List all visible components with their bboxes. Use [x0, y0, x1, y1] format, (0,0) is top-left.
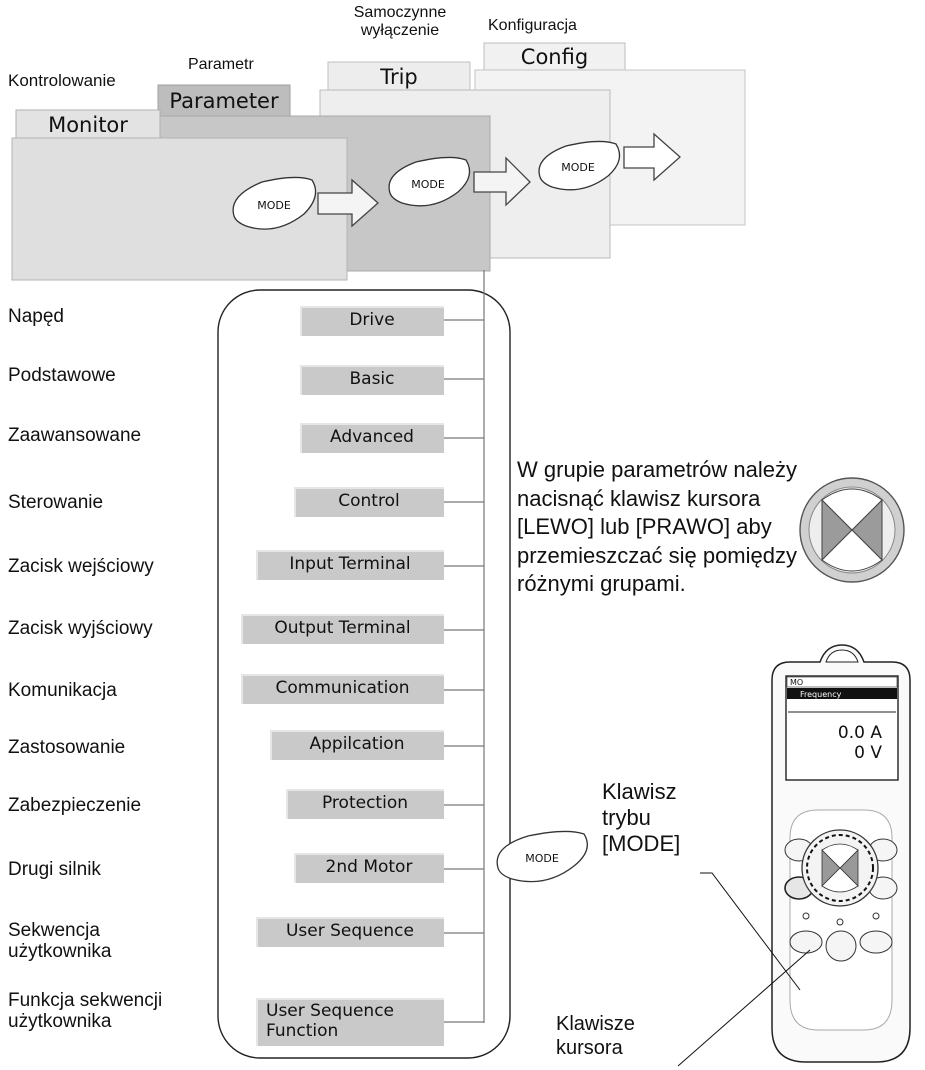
group-output-terminal: Output Terminal: [241, 614, 444, 644]
group-control: Control: [294, 487, 444, 517]
mode-key-standalone: MODE: [496, 830, 588, 883]
mode-key-1: MODE: [232, 176, 317, 230]
keypad-device: MO Frequency 0.0 A 0 V: [771, 644, 911, 1063]
group-communication: Communication: [241, 674, 444, 704]
mode-key-callout: Klawisz trybu [MODE]: [602, 779, 681, 856]
group-user-sequence-function: User Sequence Function: [256, 998, 444, 1046]
group-label-pl: Drugi silnik: [8, 859, 101, 880]
tab-trip-label: Trip: [380, 65, 418, 89]
group-2nd-motor: 2nd Motor: [294, 853, 444, 883]
mode-key-1-label: MODE: [257, 199, 291, 212]
mode-key-3: MODE: [538, 140, 621, 191]
cursor-keys-leader: [677, 949, 811, 1067]
caption-parameter: Parametr: [188, 56, 254, 73]
group-advanced: Advanced: [300, 423, 444, 453]
cursor-keys-callout: Klawisze kursora: [556, 1013, 635, 1059]
tab-monitor-label: Monitor: [48, 113, 128, 137]
group-label-pl: Funkcja sekwencji użytkownika: [8, 990, 163, 1033]
mode-key-standalone-label: MODE: [525, 852, 559, 865]
group-label-pl: Zaawansowane: [8, 425, 142, 446]
group-label-pl: Napęd: [8, 306, 64, 327]
keypad-reading-current: 0.0 A: [838, 723, 882, 743]
keypad-status-line: MO: [790, 678, 803, 687]
group-input-terminal: Input Terminal: [256, 550, 444, 580]
keypad-mode-label: Frequency: [800, 690, 842, 699]
group-protection: Protection: [286, 789, 444, 819]
group-label-pl: Zastosowanie: [8, 737, 126, 758]
cursor-key-icon: [799, 477, 905, 583]
tab-parameter-label: Parameter: [169, 89, 279, 113]
tab-config-label: Config: [520, 45, 589, 69]
mode-key-3-label: MODE: [561, 161, 595, 174]
keypad-reading-voltage: 0 V: [854, 743, 882, 763]
mode-key-2: MODE: [388, 156, 471, 207]
group-label-pl: Podstawowe: [8, 365, 116, 386]
caption-trip: Samoczynne wyłączenie: [353, 4, 447, 39]
arrow-trip-to-config: [623, 132, 681, 182]
connector-branches: [444, 319, 484, 1023]
group-label-pl: Sterowanie: [8, 492, 104, 513]
group-drive: Drive: [300, 306, 444, 336]
arrow-monitor-to-parameter: [317, 178, 379, 228]
caption-config: Konfiguracja: [488, 17, 577, 34]
instruction-text: W grupie parametrów należy nacisnąć klaw…: [517, 457, 798, 597]
group-user-sequence: User Sequence: [256, 917, 444, 947]
group-basic: Basic: [300, 365, 444, 395]
group-application: Appilcation: [270, 730, 444, 760]
group-label-pl: Zacisk wejściowy: [8, 556, 154, 577]
arrow-parameter-to-trip: [473, 156, 531, 207]
group-label-pl: Zabezpieczenie: [8, 795, 142, 816]
group-label-pl: Komunikacja: [8, 680, 117, 701]
mode-key-leader: [700, 872, 801, 991]
group-label-pl: Zacisk wyjściowy: [8, 618, 153, 639]
caption-monitor: Kontrolowanie: [8, 71, 116, 90]
mode-key-2-label: MODE: [411, 178, 445, 191]
group-label-pl: Sekwencja użytkownika: [8, 920, 112, 963]
